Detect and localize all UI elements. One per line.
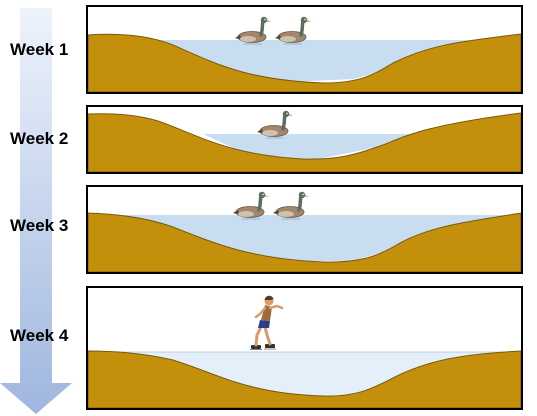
goose-icon [233, 191, 269, 220]
pond-panel-week-4 [86, 286, 523, 410]
week-label-4: Week 4 [10, 326, 69, 345]
pond-panel-week-1 [86, 5, 523, 94]
pond-water [203, 134, 418, 159]
goose-icon [275, 16, 311, 45]
goose-icon [235, 16, 271, 45]
pond-water [143, 40, 468, 83]
goose-icon [273, 191, 309, 220]
ice-skater-icon [250, 295, 284, 350]
pond-ground [88, 212, 521, 272]
pond-water [93, 215, 518, 261]
goose-icon [257, 110, 293, 139]
pond-ground [88, 112, 521, 172]
pond-panel-week-2 [86, 105, 523, 174]
week-label-3: Week 3 [10, 216, 69, 235]
pond-ice [88, 352, 521, 396]
week-label-1: Week 1 [10, 40, 69, 59]
pond-ground [88, 350, 521, 408]
time-arrow-shape [0, 8, 72, 414]
pond-panel-week-3 [86, 185, 523, 274]
pond-ground [88, 33, 521, 92]
week-label-2: Week 2 [10, 129, 69, 148]
